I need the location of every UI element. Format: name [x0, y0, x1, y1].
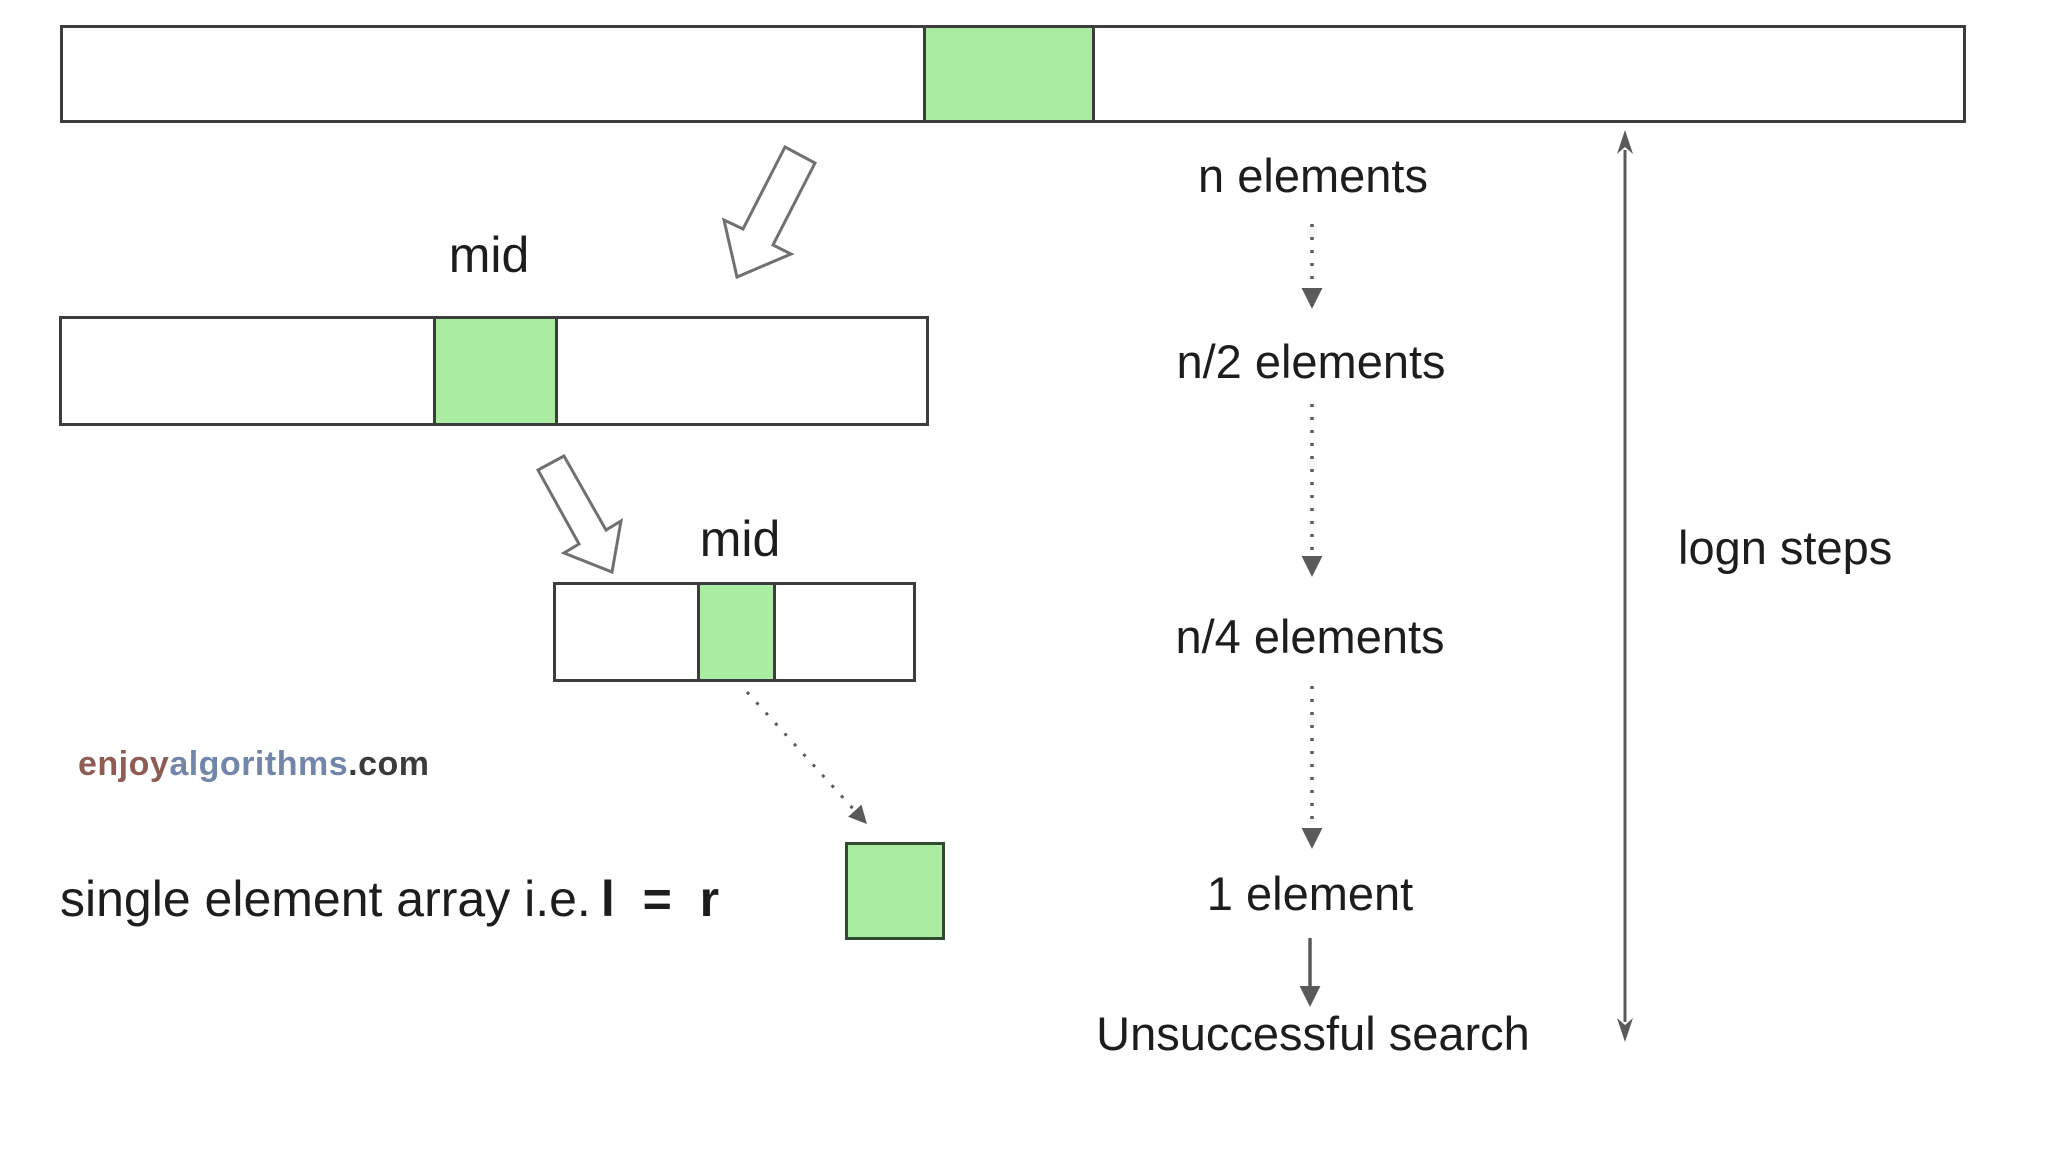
array-n2-elements: [59, 316, 929, 426]
single-element-label-equation: l = r: [600, 871, 720, 927]
outline-arrow-step2-icon: [535, 453, 624, 575]
array-n4-elements: [553, 582, 916, 682]
mid-label-2: mid: [699, 511, 781, 567]
unsuccessful-search-label: Unsuccessful search: [1096, 1007, 1530, 1060]
one-element-label: 1 element: [1206, 867, 1414, 920]
n4-elements-label: n/4 elements: [1175, 610, 1445, 663]
array-n-mid-highlight: [923, 28, 1095, 120]
n2-elements-label: n/2 elements: [1176, 335, 1446, 388]
array-n-elements: [60, 25, 1966, 123]
array-n2-mid-highlight: [433, 319, 558, 423]
outline-arrow-step1-icon: [721, 144, 818, 280]
watermark-com: .com: [348, 745, 430, 783]
single-element-label-text: single element array i.e.: [60, 871, 591, 927]
watermark-enjoy: enjoy: [78, 745, 170, 783]
array-n4-mid-highlight: [697, 585, 776, 679]
dotted-arrow-to-single-square-icon: [745, 690, 867, 824]
mid-label-1: mid: [448, 227, 530, 283]
single-element-square: [845, 842, 945, 940]
watermark: enjoyalgorithms.com: [78, 745, 430, 783]
watermark-algorithms: algorithms: [169, 745, 349, 783]
n-elements-label: n elements: [1198, 149, 1428, 202]
single-element-label: single element array i.e.l = r: [60, 872, 719, 927]
logn-steps-label: logn steps: [1678, 521, 1893, 574]
